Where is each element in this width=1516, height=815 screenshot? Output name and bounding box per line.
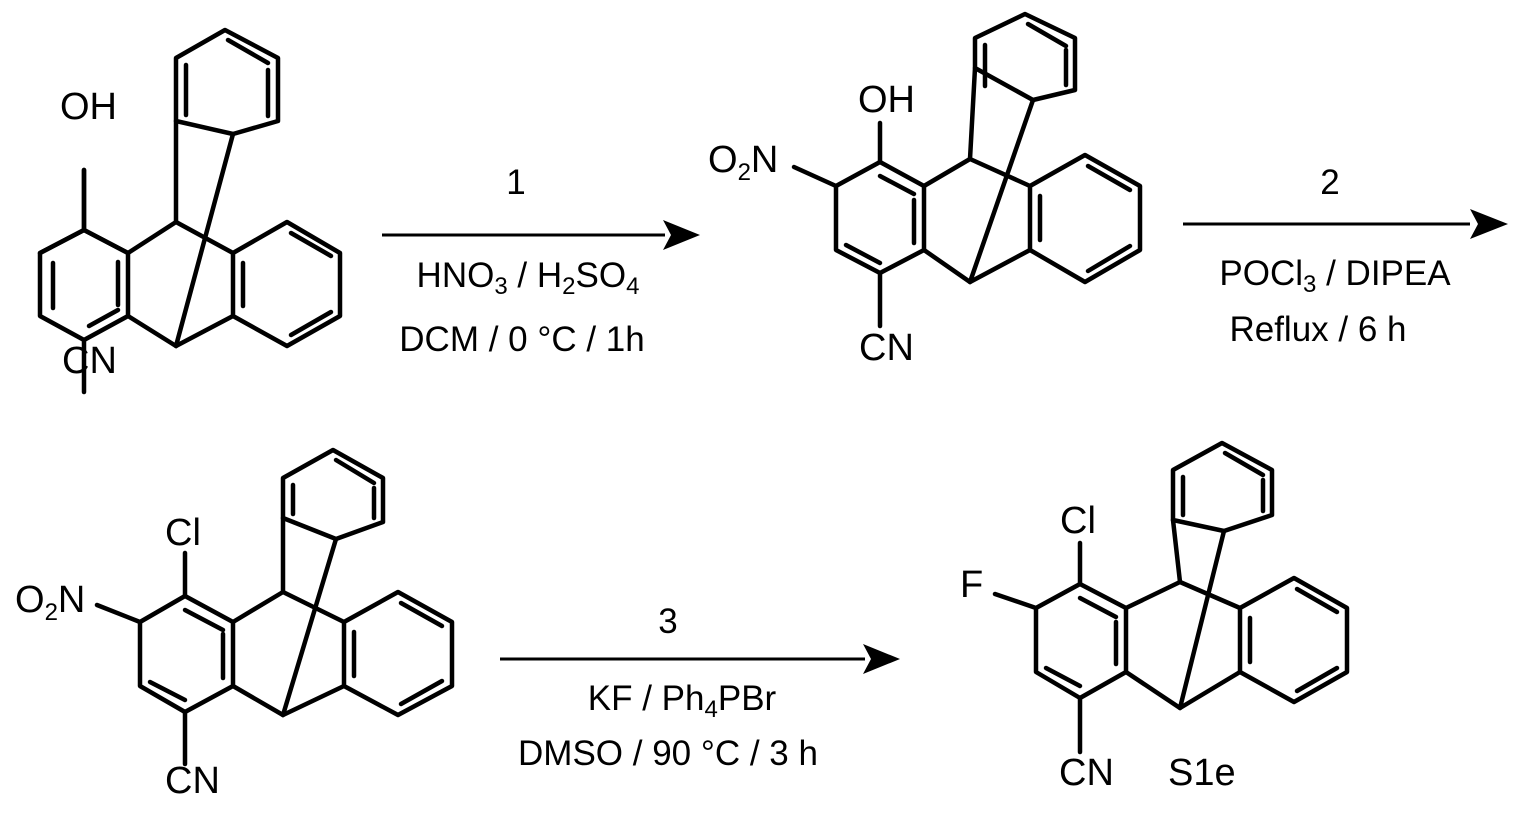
- reagents-label: HNO3 / H2SO4: [417, 256, 640, 300]
- reaction-step-2: 2 POCl3 / DIPEA Reflux / 6 h: [1183, 163, 1508, 349]
- molecule-4-skeleton: [995, 443, 1347, 752]
- nitrile-label: CN: [1059, 752, 1114, 794]
- hydroxyl-label: OH: [858, 79, 915, 121]
- nitrile-label: CN: [859, 327, 914, 369]
- fluoro-label: F: [960, 564, 983, 606]
- arrow-head: [863, 644, 900, 674]
- molecule-2: OH O2N CN: [708, 14, 1140, 369]
- nitrile-label: CN: [62, 340, 117, 382]
- molecule-3: Cl O2N CN: [15, 450, 452, 802]
- reaction-step-3: 3 KF / Ph4PBr DMSO / 90 °C / 3 h: [500, 602, 900, 773]
- nitro-label: O2N: [708, 139, 778, 186]
- chloro-label: Cl: [1060, 500, 1096, 542]
- arrow-head: [663, 220, 700, 250]
- nitrile-label: CN: [165, 760, 220, 802]
- conditions-label: Reflux / 6 h: [1229, 310, 1406, 349]
- molecule-2-skeleton: [794, 14, 1140, 326]
- reagents-label: POCl3 / DIPEA: [1219, 254, 1451, 298]
- arrow-head: [1470, 209, 1508, 239]
- step-number: 3: [658, 602, 677, 641]
- molecule-4: Cl F CN S1e: [960, 443, 1347, 794]
- hydroxyl-label: OH: [60, 86, 117, 128]
- molecule-1: OH CN: [40, 30, 340, 392]
- compound-label: S1e: [1168, 752, 1236, 794]
- nitro-label: O2N: [15, 579, 85, 626]
- reaction-step-1: 1 HNO3 / H2SO4 DCM / 0 °C / 1h: [382, 163, 700, 359]
- step-number: 2: [1320, 163, 1339, 202]
- chloro-label: Cl: [165, 512, 201, 554]
- conditions-label: DMSO / 90 °C / 3 h: [518, 734, 818, 773]
- conditions-label: DCM / 0 °C / 1h: [399, 320, 644, 359]
- molecule-1-skeleton: [40, 30, 340, 392]
- step-number: 1: [506, 163, 525, 202]
- molecule-3-skeleton: [97, 450, 452, 764]
- reagents-label: KF / Ph4PBr: [588, 679, 777, 723]
